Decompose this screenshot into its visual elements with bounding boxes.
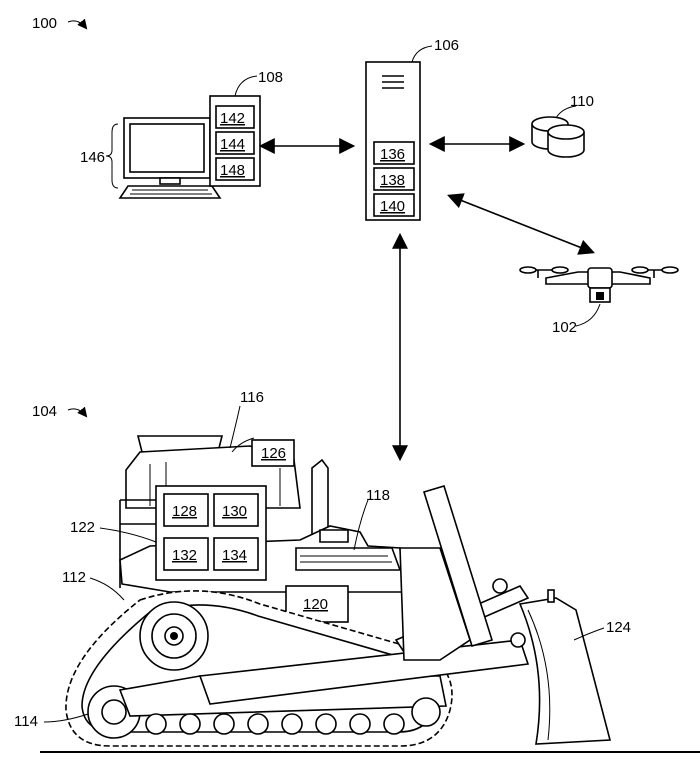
track-assembly-label: 112 [62, 569, 86, 586]
server-module-140: 140 [380, 198, 405, 215]
cab-label: 116 [240, 389, 264, 406]
brace [105, 123, 119, 189]
server-label: 106 [434, 37, 459, 54]
keyboard [118, 185, 222, 199]
server-module-138: 138 [380, 172, 405, 189]
svg-text:104: 104 [32, 403, 57, 420]
blade-label: 124 [606, 619, 631, 636]
module-128: 128 [172, 503, 197, 520]
module-132: 132 [172, 547, 197, 564]
engine-label: 118 [366, 487, 390, 504]
machine-label: 104 [32, 403, 88, 420]
uav-label: 102 [552, 319, 577, 336]
component-120-text: 120 [303, 596, 328, 613]
database: 110 [531, 93, 594, 158]
controller-label: 122 [70, 519, 95, 536]
sensor-126-text: 126 [261, 445, 286, 462]
svg-text:100: 100 [32, 15, 57, 32]
computer-label: 146 [80, 149, 105, 166]
module-130: 130 [222, 503, 247, 520]
sensor-box-126 [251, 439, 295, 467]
link-server-uav [447, 193, 595, 255]
server: 136 138 140 106 [365, 37, 459, 221]
ws-module-148: 148 [220, 162, 245, 179]
module-134: 134 [222, 547, 247, 564]
server-module-136: 136 [380, 146, 405, 163]
bulldozer: 116 126 118 128 130 132 134 122 120 [14, 389, 700, 753]
system-label: 100 [32, 15, 88, 32]
computer-terminal: 146 [80, 117, 222, 199]
engine-hood [295, 547, 402, 571]
ws-module-142: 142 [220, 110, 245, 127]
track-link-label: 114 [14, 713, 38, 730]
uav-drone: 102 [519, 266, 679, 336]
workstation-label: 108 [258, 69, 283, 86]
track-rollers [145, 697, 441, 735]
workstation: 142 144 148 108 [209, 69, 283, 187]
track-frame [118, 675, 447, 717]
ws-module-144: 144 [220, 136, 245, 153]
blade [518, 597, 612, 745]
database-label: 110 [570, 93, 594, 110]
